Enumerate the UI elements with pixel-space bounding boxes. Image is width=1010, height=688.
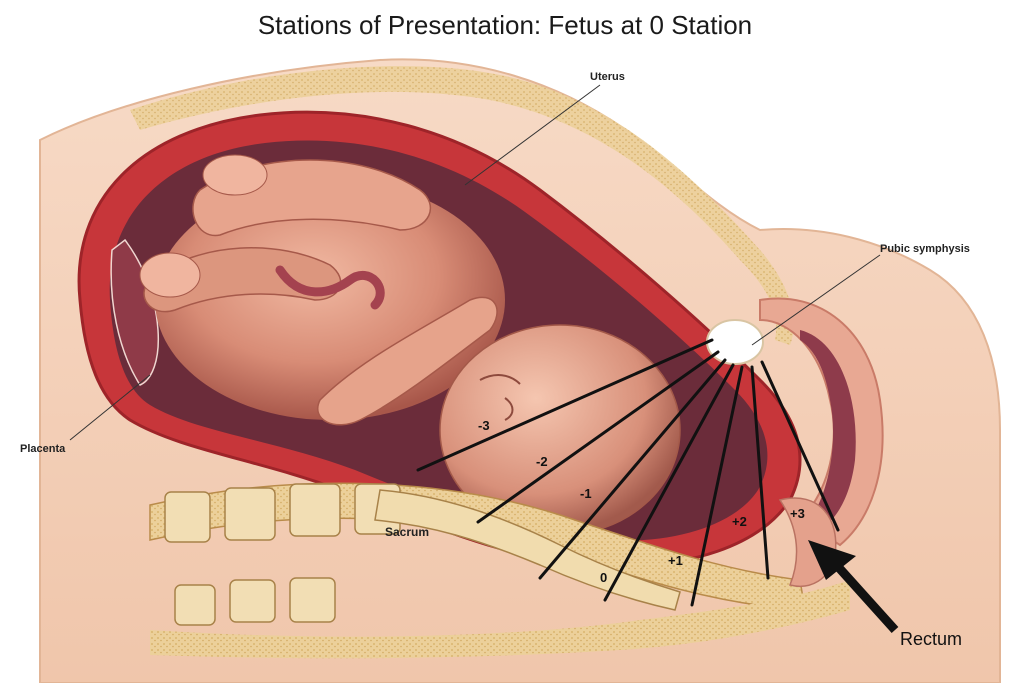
- fetus-foot-lower: [140, 253, 200, 297]
- placenta-label: Placenta: [20, 443, 66, 455]
- lower-vertebrae: [175, 578, 335, 625]
- diagram-title: Stations of Presentation: Fetus at 0 Sta…: [0, 10, 1010, 41]
- pubic-symphysis: [707, 320, 763, 364]
- uterus-label: Uterus: [590, 71, 625, 83]
- station-label-0: 0: [600, 570, 607, 585]
- station-label-minus-2: -2: [536, 454, 548, 469]
- station-label-minus-1: -1: [580, 486, 592, 501]
- pubic-symphysis-label: Pubic symphysis: [880, 243, 970, 255]
- station-label-minus-3: -3: [478, 418, 490, 433]
- station-label-plus-1: +1: [668, 553, 683, 568]
- station-label-plus-3: +3: [790, 506, 805, 521]
- fetus-foot-upper: [203, 155, 267, 195]
- station-label-plus-2: +2: [732, 514, 747, 529]
- rectum-label: Rectum: [900, 629, 962, 649]
- sacrum-label: Sacrum: [385, 525, 429, 539]
